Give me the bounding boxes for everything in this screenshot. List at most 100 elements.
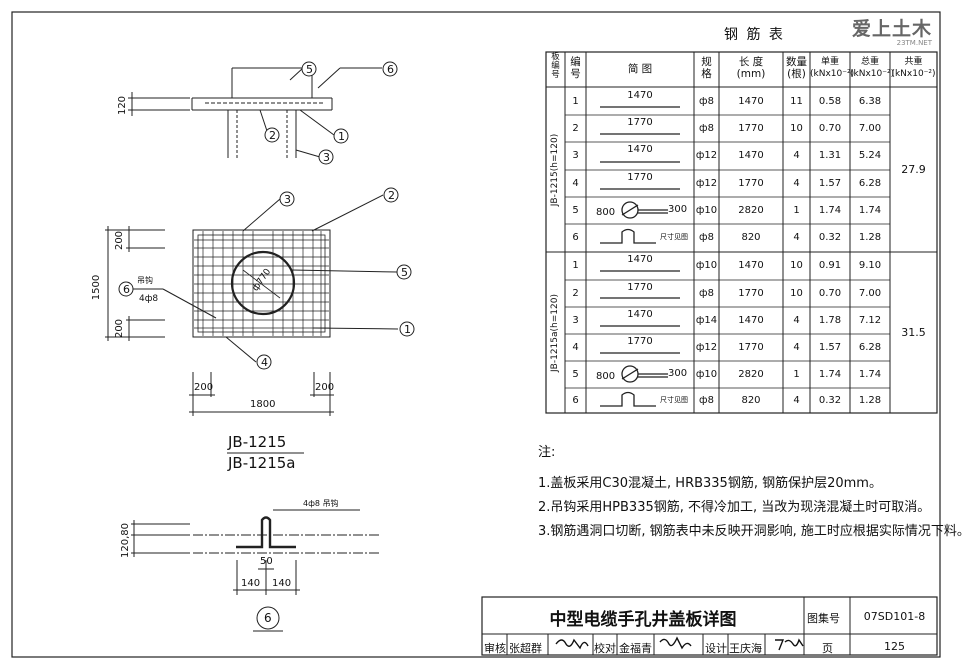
- callout-4-plan: 4: [261, 356, 268, 369]
- table-cell-total: 1.28: [858, 394, 882, 406]
- sketch-label-800: 800: [596, 206, 616, 218]
- table-cell-spec: ф12: [695, 341, 718, 353]
- table-cell-num: 1: [572, 260, 579, 271]
- table-cell-num: 4: [572, 177, 579, 189]
- table-cell-total: 7.00: [858, 122, 882, 134]
- sketch-label: 1770: [627, 282, 653, 293]
- table-cell-unit: 0.70: [818, 122, 842, 134]
- table-cell-unit: 0.91: [818, 260, 842, 271]
- th-total-weight: 总重 (kNx10⁻²): [850, 57, 895, 79]
- table-cell-unit: 1.57: [818, 341, 842, 353]
- table-cell-length: 1470: [738, 314, 764, 326]
- table-cell-num: 6: [572, 232, 579, 243]
- table-cell-qty: 4: [793, 314, 800, 326]
- note-1: 1.盖板采用C30混凝土, HRB335钢筋, 钢筋保护层20mm。: [538, 476, 882, 491]
- table-cell-num: 2: [572, 287, 579, 299]
- sketch-label: 1770: [627, 336, 653, 347]
- drawing-title: 中型电缆手孔井盖板详图: [549, 610, 737, 630]
- sketch-label: 尺寸见图: [660, 395, 688, 404]
- label-jb-1215: JB-1215: [228, 433, 287, 451]
- table-cell-length: 2820: [738, 204, 764, 216]
- table-cell-length: 1470: [738, 95, 764, 107]
- sketch-label: 1470: [627, 254, 653, 265]
- table-cell-spec: ф12: [695, 150, 718, 161]
- table-cell-length: 1770: [738, 287, 764, 299]
- group-sum-weight: 31.5: [901, 325, 926, 339]
- note-2: 2.吊钩采用HPB335钢筋, 不得冷加工, 当改为现浇混凝土时可取消。: [538, 500, 931, 515]
- th-sum-weight: 共重 (kNx10⁻²): [891, 57, 936, 79]
- table-cell-num: 2: [572, 122, 579, 134]
- table-cell-qty: 10: [790, 287, 803, 299]
- table-cell-length: 1470: [738, 260, 764, 271]
- table-cell-total: 1.74: [858, 204, 882, 216]
- callout-1-top: 1: [338, 130, 345, 143]
- designer-name: 王庆海: [729, 642, 762, 655]
- atlas-label: 图集号: [807, 612, 840, 625]
- th-num: 编 号: [570, 56, 581, 80]
- callout-2-top: 2: [269, 129, 276, 142]
- callout-6-top: 6: [387, 63, 394, 76]
- table-cell-qty: 10: [790, 122, 803, 134]
- table-cell-length: 1770: [738, 122, 764, 134]
- table-cell-spec: ф14: [695, 314, 718, 326]
- table-cell-spec: ф8: [699, 394, 714, 406]
- table-cell-length: 820: [741, 232, 761, 243]
- hook-bar: 4ф8: [139, 294, 159, 304]
- table-cell-unit: 1.74: [818, 368, 842, 380]
- table-cell-total: 7.00: [858, 287, 882, 299]
- table-cell-num: 5: [572, 368, 579, 380]
- check-label: 校对: [594, 642, 616, 655]
- table-cell-qty: 4: [793, 232, 800, 243]
- callout-3-plan: 3: [284, 193, 291, 206]
- table-cell-unit: 1.78: [818, 314, 842, 326]
- table-cell-unit: 0.58: [818, 95, 842, 107]
- review-label: 审核: [484, 642, 506, 655]
- table-cell-total: 5.24: [858, 150, 882, 161]
- table-cell-spec: ф8: [699, 95, 714, 107]
- th-group: 板 编 号: [551, 52, 560, 80]
- table-cell-spec: ф8: [699, 287, 714, 299]
- sketch-label: 1470: [627, 309, 653, 320]
- hook-detail-bar: 4ф8 吊钩: [303, 499, 339, 508]
- callout-5-plan: 5: [401, 266, 408, 279]
- table-cell-length: 2820: [738, 368, 764, 380]
- table-cell-unit: 1.74: [818, 204, 842, 216]
- callout-5-top: 5: [306, 63, 313, 76]
- callout-1-plan: 1: [404, 323, 411, 336]
- checker-name: 金福青: [619, 642, 652, 655]
- table-cell-total: 1.74: [858, 368, 882, 380]
- hook-label: 吊钩: [137, 276, 153, 285]
- table-cell-total: 6.28: [858, 341, 882, 353]
- table-cell-spec: ф8: [699, 122, 714, 134]
- th-spec: 规 格: [701, 56, 712, 80]
- sketch-label: 1470: [627, 144, 653, 155]
- logo-main: 爱上土木: [852, 18, 933, 40]
- sketch-label-300: 300: [668, 203, 688, 215]
- table-cell-unit: 1.31: [818, 150, 842, 161]
- table-cell-unit: 1.57: [818, 177, 842, 189]
- note-3: 3.钢筋遇洞口切断, 钢筋表中未反映开洞影响, 施工时应根据实际情况下料。: [538, 524, 970, 539]
- table-cell-qty: 10: [790, 260, 803, 271]
- callout-6-plan: 6: [123, 283, 130, 296]
- reviewer-name: 张超群: [509, 642, 542, 655]
- table-cell-total: 7.12: [858, 314, 882, 326]
- logo-sub: 23TM.NET: [896, 39, 933, 47]
- table-cell-qty: 1: [793, 368, 800, 380]
- th-unit-weight: 单重 (kNx10⁻²): [810, 57, 855, 79]
- table-cell-unit: 0.70: [818, 287, 842, 299]
- table-cell-qty: 1: [793, 204, 800, 216]
- sketch-label: 1470: [627, 90, 653, 101]
- table-cell-num: 3: [572, 150, 579, 161]
- notes-heading: 注:: [538, 445, 556, 460]
- table-cell-total: 6.38: [858, 95, 882, 107]
- table-cell-num: 6: [572, 394, 579, 406]
- label-jb-1215a: JB-1215a: [228, 454, 296, 472]
- table-cell-qty: 4: [793, 394, 800, 406]
- table-cell-spec: ф12: [695, 177, 718, 189]
- sketch-label: 1770: [627, 117, 653, 128]
- th-length: 长 度 (mm): [736, 56, 766, 80]
- plan-dim-total-w: 1800: [250, 399, 276, 410]
